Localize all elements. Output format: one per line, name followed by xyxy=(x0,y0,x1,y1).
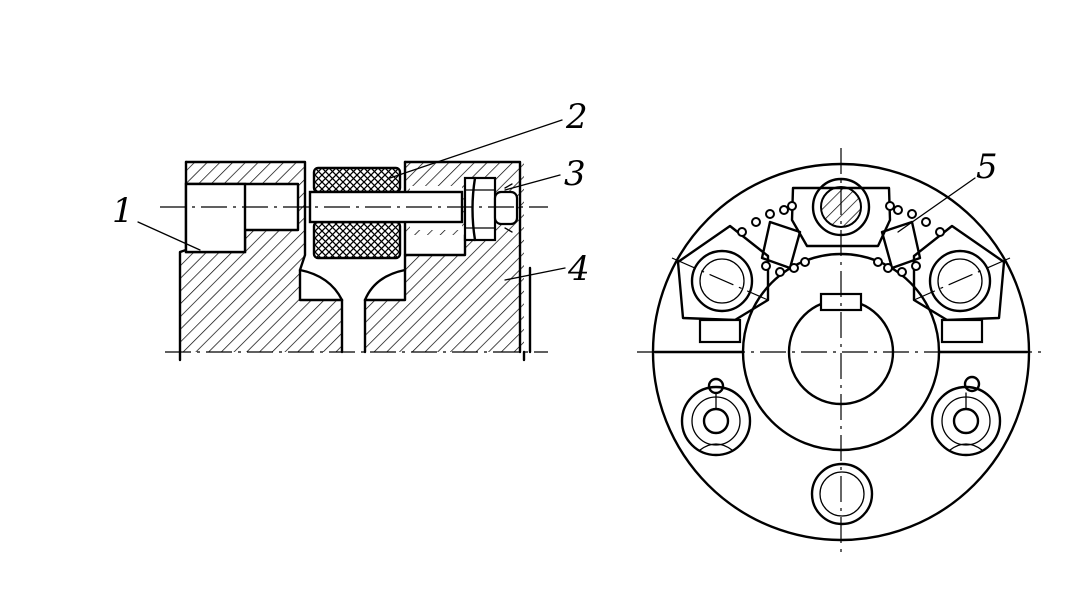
section-view xyxy=(137,119,566,362)
nut xyxy=(463,176,519,242)
left-fastener xyxy=(680,377,752,457)
bottom-hole xyxy=(810,462,874,526)
label-part-4: 4 xyxy=(567,249,590,289)
right-fastener xyxy=(930,375,1002,457)
center-web xyxy=(340,298,367,354)
left-pin-housing xyxy=(676,224,770,344)
left-half-coupling xyxy=(180,162,342,352)
elastic-sleeve-lower xyxy=(312,220,402,260)
right-pin-housing xyxy=(912,224,1006,344)
elastic-sleeve-upper xyxy=(312,166,402,194)
label-part-3: 3 xyxy=(564,154,586,194)
pin-head-left xyxy=(184,182,247,254)
label-part-1: 1 xyxy=(112,191,134,231)
label-part-2: 2 xyxy=(565,97,588,137)
label-part-5: 5 xyxy=(976,147,998,187)
front-view xyxy=(637,148,1045,552)
spring-elements xyxy=(737,201,945,277)
